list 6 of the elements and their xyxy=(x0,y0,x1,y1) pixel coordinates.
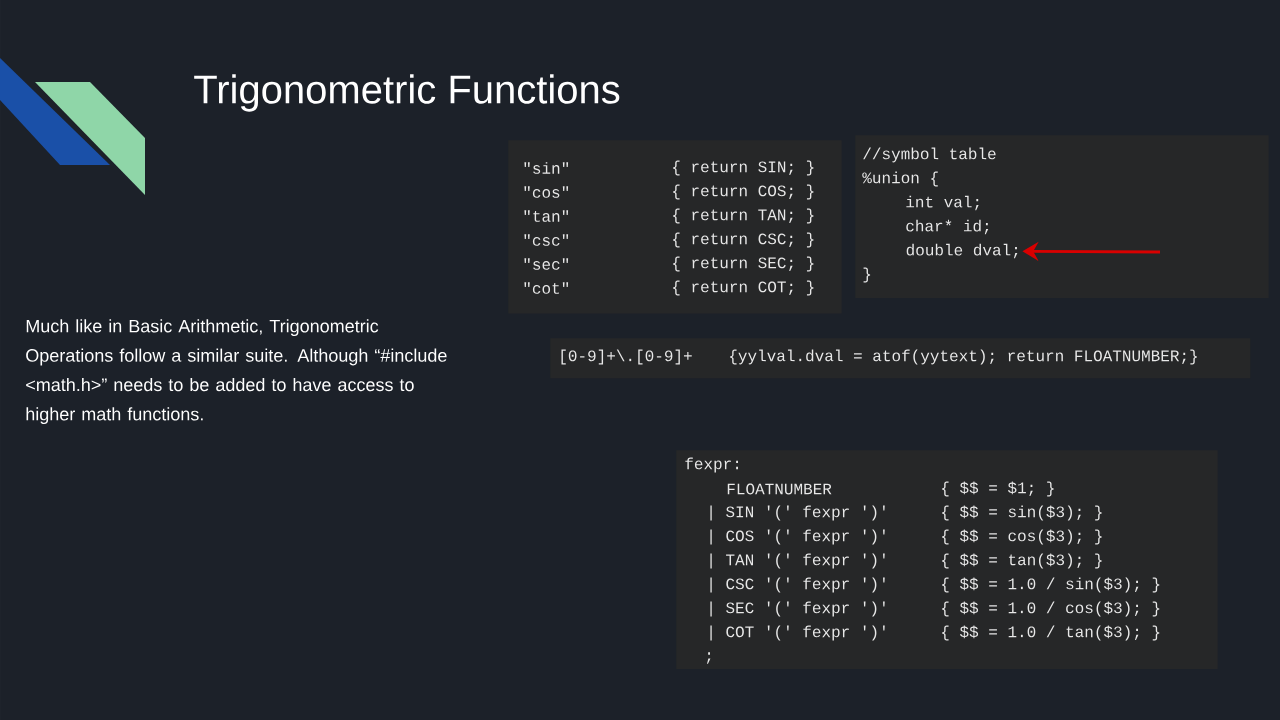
code-panel: fexpr: FLOATNUMBER { $$ = $1; } | SIN '(' fexpr ')' { $$ = sin($3); } | COS '(' fexpr ')' { $$ = cos($3); } | TAN '(' fexpr ')' { $$ = tan($3); } | CSC '(' fexpr ')' { $$ = 1.0 / sin($3); } | SEC '(' fexpr ')' { $$ = 1.0 / cos($3); } | COT '(' fexpr ')' { $$ = 1.0 / tan($3); } ; xyxy=(676,450,1218,669)
paragraph: Much like in Basic Arithmetic, Trigonometric Operations follow a similar suite. Although “#include <math.h>” needs to be added to have access to higher math functions. xyxy=(26,319,447,425)
slide-title: Trigonometric Functions xyxy=(194,74,620,112)
code-line: double dval; xyxy=(906,243,1018,259)
code-panel: [0-9]+\.[0-9]+ {yylval.dval = atof(yytext); return FLOATNUMBER;} xyxy=(550,338,1251,379)
code-panel: "sin" { return SIN; } "cos" { return COS; } "tan" { return TAN; } "csc" { return CSC; } "sec" { return SEC; } "cot" { return COT; } xyxy=(508,140,842,314)
